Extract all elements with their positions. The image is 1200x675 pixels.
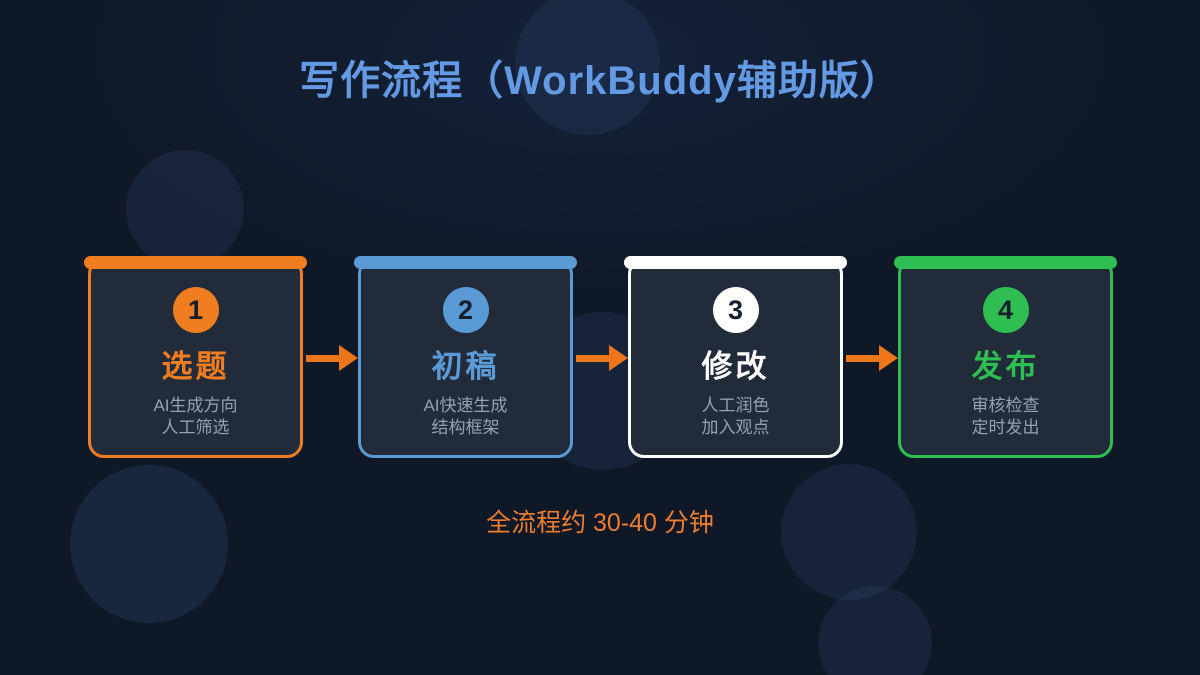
arrow-shaft [306,355,340,362]
step-number: 4 [997,294,1014,325]
step-title: 修改 [701,349,770,384]
card-top-bar [84,256,307,269]
card-top-bar [894,256,1117,269]
step-number-badge: 1 [172,287,219,333]
step-card-publish: 4 发布 审核检查 定时发出 [894,256,1117,458]
background-circle [126,150,244,268]
background-circle [818,586,932,675]
flow-arrow [576,345,628,371]
arrow-shaft [576,355,610,362]
background-circle [70,465,228,623]
step-card-first-draft: 2 初稿 AI快速生成 结构框架 [354,256,577,458]
step-description: AI快速生成 结构框架 [423,395,507,440]
duration-note: 全流程约 30-40 分钟 [486,509,714,537]
step-description-line: 人工筛选 [161,418,230,438]
step-number-badge: 4 [982,287,1029,333]
background-circle [781,464,917,600]
step-number: 2 [457,294,474,325]
flow-arrow [846,345,898,371]
flow-arrow [306,345,358,371]
step-description: 人工润色 加入观点 [702,395,770,440]
step-card-topic-selection: 1 选题 AI生成方向 人工筛选 [84,256,307,458]
step-description-line: AI快速生成 [423,396,508,415]
step-card-revision: 3 修改 人工润色 加入观点 [624,256,847,458]
step-title: 选题 [161,349,230,384]
step-description-line: AI生成方向 [153,396,238,415]
step-description-line: 结构框架 [431,418,500,438]
page-title: 写作流程（WorkBuddy辅助版） [299,59,901,103]
step-number-badge: 3 [712,287,759,333]
arrow-head-icon [609,345,628,371]
step-description-line: 加入观点 [701,418,770,438]
step-description-line: 审核检查 [971,396,1040,415]
arrow-shaft [846,355,880,362]
step-title: 发布 [971,349,1040,384]
step-number: 3 [727,294,744,325]
background-circle [515,0,660,135]
step-number-badge: 2 [442,287,489,333]
card-top-bar [624,256,847,269]
arrow-head-icon [879,345,898,371]
arrow-head-icon [339,345,358,371]
step-description-line: 人工润色 [701,396,770,415]
step-description: AI生成方向 人工筛选 [153,395,237,440]
step-description-line: 定时发出 [971,418,1040,438]
card-top-bar [354,256,577,269]
step-number: 1 [187,294,204,325]
step-description: 审核检查 定时发出 [972,395,1040,440]
step-title: 初稿 [431,349,500,384]
